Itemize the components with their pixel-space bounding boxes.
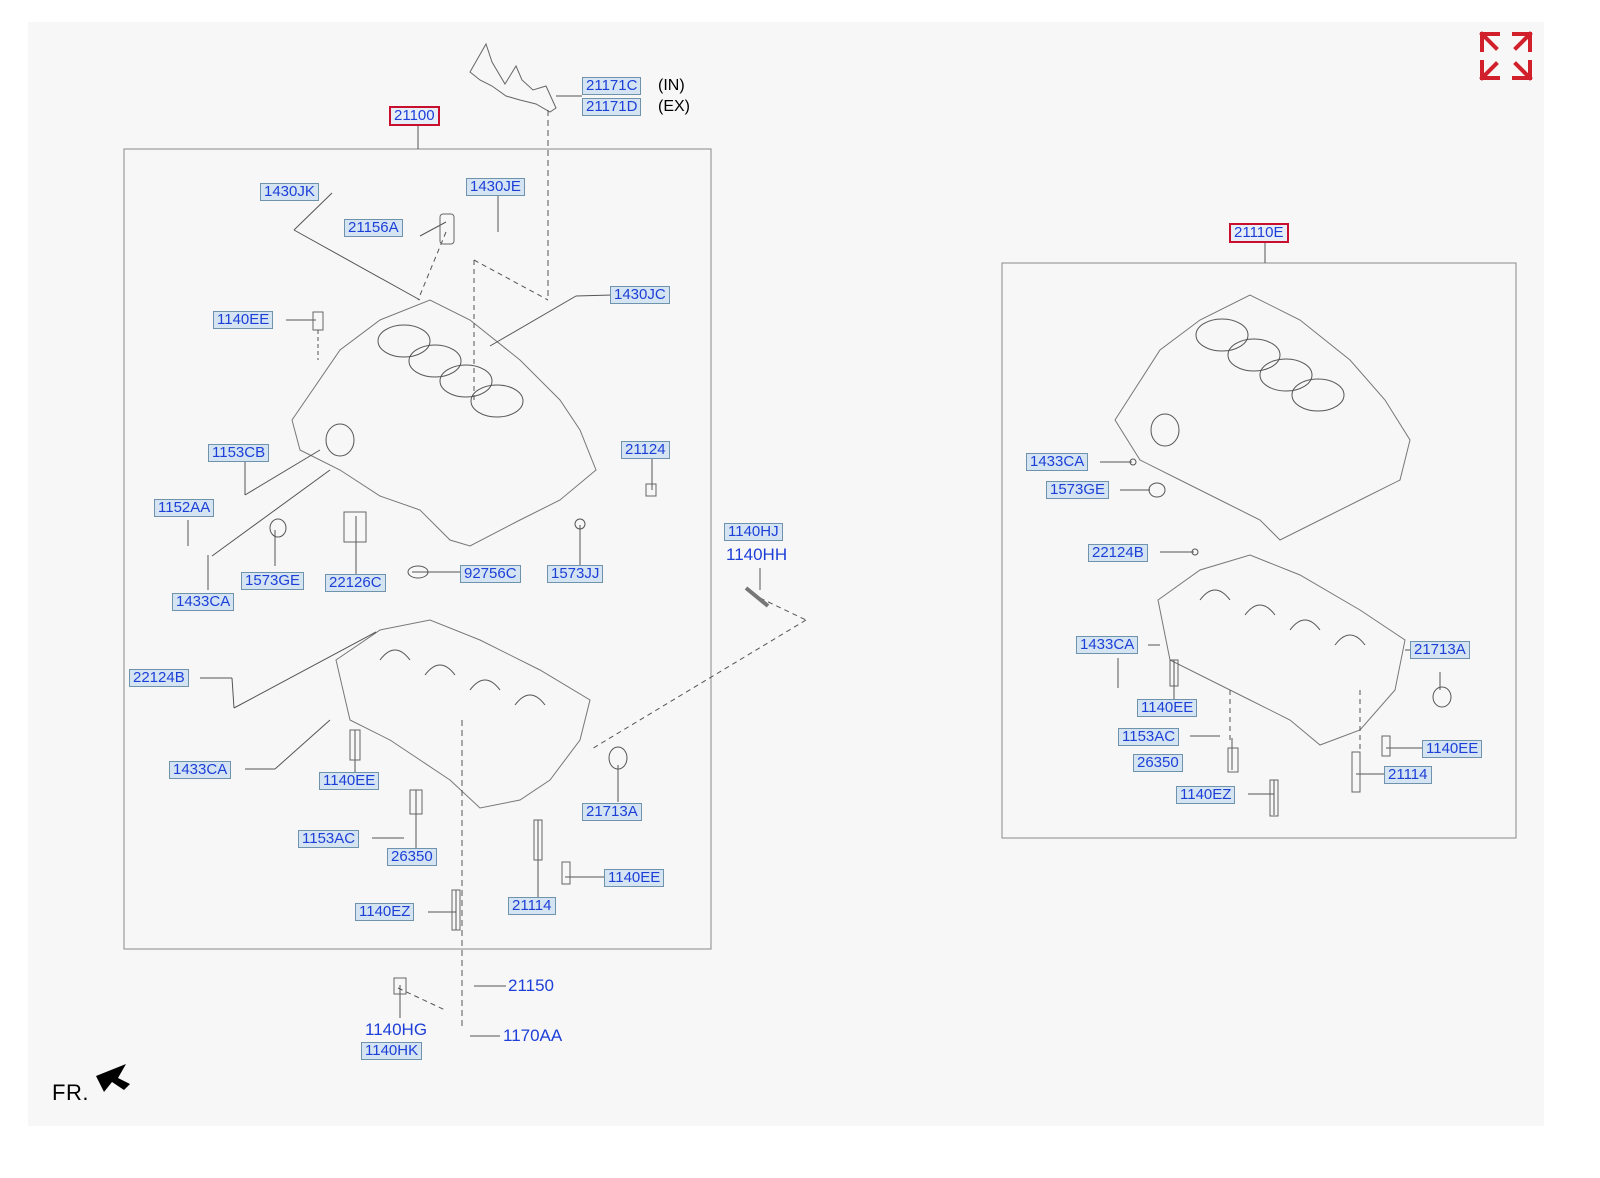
part-label-plain[interactable]: 1140HG: [365, 1020, 428, 1039]
part-label-plain[interactable]: 1140HH: [726, 545, 788, 564]
part-label[interactable]: 92756C: [460, 565, 521, 583]
part-label[interactable]: 1140HJ: [724, 523, 783, 541]
part-label[interactable]: 1433CA: [1026, 453, 1089, 471]
part-label[interactable]: 26350: [387, 848, 437, 866]
part-label[interactable]: 1140EE: [1422, 740, 1483, 758]
part-label[interactable]: 21171D: [582, 98, 642, 116]
front-arrow-icon: [96, 1064, 130, 1092]
part-label-plain[interactable]: 1170AA: [503, 1026, 563, 1045]
part-label[interactable]: 1153AC: [298, 830, 360, 848]
front-marker: FR.: [52, 1080, 89, 1105]
part-label[interactable]: 21124: [621, 441, 670, 459]
part-label[interactable]: 1140EZ: [1176, 786, 1236, 804]
exhaust-suffix: (EX): [658, 98, 690, 115]
part-label[interactable]: 21114: [508, 897, 556, 915]
part-label[interactable]: 1433CA: [169, 761, 232, 779]
part-label[interactable]: 1140EE: [604, 869, 665, 887]
part-label[interactable]: 1140EE: [319, 772, 380, 790]
part-label[interactable]: 22124B: [1088, 544, 1148, 562]
expand-arrows-icon[interactable]: [1478, 30, 1534, 82]
part-label[interactable]: 1140HK: [361, 1042, 423, 1060]
part-label[interactable]: 1430JK: [260, 183, 319, 201]
part-label[interactable]: 21171C: [582, 77, 642, 95]
part-label[interactable]: 1433CA: [172, 593, 235, 611]
intake-suffix: (IN): [658, 77, 685, 94]
main-part-label-left[interactable]: 21100: [389, 106, 440, 126]
part-label[interactable]: 26350: [1133, 754, 1183, 772]
part-label[interactable]: 21713A: [582, 803, 642, 821]
part-label[interactable]: 1573GE: [1046, 481, 1110, 499]
part-label-plain[interactable]: 21150: [508, 976, 555, 995]
part-label[interactable]: 22124B: [129, 669, 189, 687]
part-label[interactable]: 1430JC: [610, 286, 670, 304]
part-label[interactable]: 1430JE: [466, 178, 525, 196]
part-label[interactable]: 1573JJ: [547, 565, 604, 583]
part-label[interactable]: 21713A: [1410, 641, 1470, 659]
left-group-frame: [123, 148, 712, 950]
part-label[interactable]: 1140EZ: [355, 903, 415, 921]
main-part-label-right[interactable]: 21110E: [1229, 223, 1289, 243]
part-label[interactable]: 1140EE: [213, 311, 274, 329]
part-label[interactable]: 1153AC: [1118, 728, 1180, 746]
part-label[interactable]: 1152AA: [154, 499, 215, 517]
part-label[interactable]: 1140EE: [1137, 699, 1198, 717]
part-label[interactable]: 1573GE: [241, 572, 305, 590]
part-label[interactable]: 1153CB: [208, 444, 270, 462]
right-group-frame: [1001, 262, 1517, 839]
part-label[interactable]: 21156A: [344, 219, 403, 237]
part-label[interactable]: 21114: [1384, 766, 1432, 784]
part-label[interactable]: 1433CA: [1076, 636, 1139, 654]
part-label[interactable]: 22126C: [325, 574, 386, 592]
